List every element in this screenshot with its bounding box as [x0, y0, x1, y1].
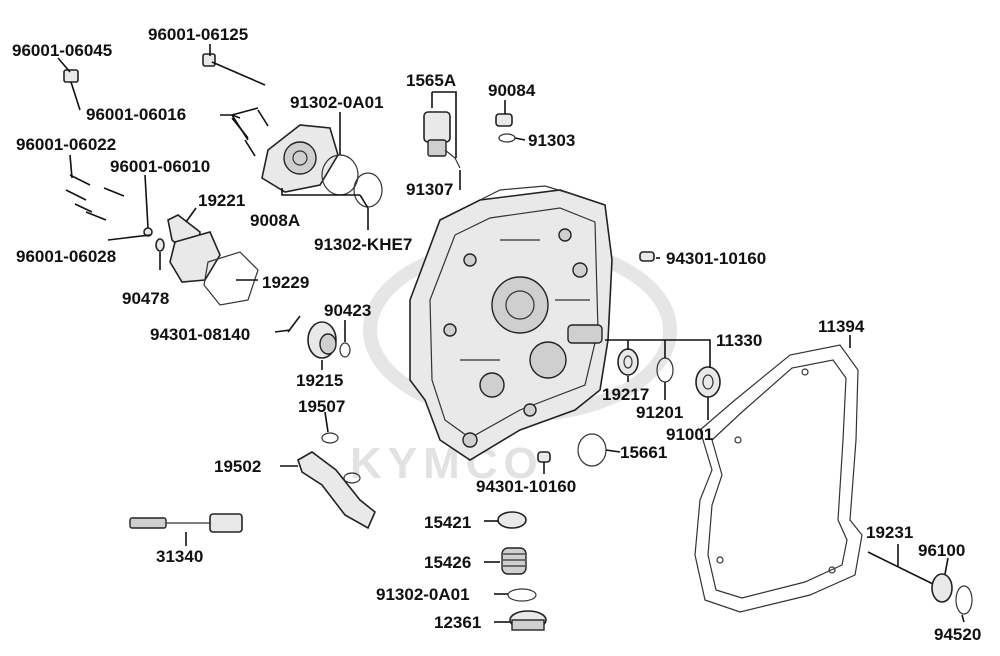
watermark-text: KYMCO	[350, 439, 544, 488]
label-96001-06028: 96001-06028	[16, 247, 116, 266]
label-15421: 15421	[424, 513, 471, 532]
gasket-11394	[694, 344, 863, 613]
label-96001-06016: 96001-06016	[86, 105, 186, 124]
label-91303: 91303	[528, 131, 575, 150]
shaft-19231	[867, 551, 936, 586]
label-19215: 19215	[296, 371, 343, 390]
label-19231: 19231	[866, 523, 913, 542]
bolts-96001-06028	[85, 187, 125, 221]
o-ring-91302-0A01-bottom	[507, 588, 537, 602]
label-94520: 94520	[934, 625, 981, 644]
seal-19217	[617, 348, 639, 376]
label-91302-0A01-bottom: 91302-0A01	[376, 585, 470, 604]
label-94301-10160-bottom: 94301-10160	[476, 477, 576, 496]
label-19507: 19507	[298, 397, 345, 416]
label-90423: 90423	[324, 301, 371, 320]
gasket-19229	[203, 251, 259, 306]
hose-19502	[297, 451, 376, 530]
label-96001-06045: 96001-06045	[12, 41, 112, 60]
label-90084: 90084	[488, 81, 536, 100]
label-94301-08140: 94301-08140	[150, 325, 250, 344]
label-19502: 19502	[214, 457, 261, 476]
bearing-96100	[931, 573, 953, 603]
bolt-96001-06045	[63, 69, 81, 111]
crankcase-cover	[409, 185, 613, 461]
leader-lines	[57, 44, 965, 623]
dowel-94301-10160-top	[639, 251, 655, 262]
label-9008A: 9008A	[250, 211, 300, 230]
label-15661: 15661	[620, 443, 667, 462]
washer-90423	[339, 342, 351, 358]
label-96001-06125: 96001-06125	[148, 25, 248, 44]
label-12361: 12361	[434, 613, 481, 632]
label-91201: 91201	[636, 403, 683, 422]
label-19229: 19229	[262, 273, 309, 292]
part-labels: 96001-06045 96001-06125 96001-06016 9600…	[12, 25, 981, 644]
o-ring-15661	[577, 433, 607, 467]
label-15426: 15426	[424, 553, 471, 572]
pump-cover	[261, 124, 339, 193]
label-91302-0A01-top: 91302-0A01	[290, 93, 384, 112]
bolts-96001-06022	[65, 174, 93, 213]
label-19217: 19217	[602, 385, 649, 404]
plug-12361	[509, 610, 547, 631]
label-11330: 11330	[716, 331, 762, 350]
label-91307: 91307	[406, 180, 453, 199]
label-96001-06010: 96001-06010	[110, 157, 210, 176]
label-90478: 90478	[122, 289, 169, 308]
label-31340: 31340	[156, 547, 203, 566]
label-96100: 96100	[918, 541, 965, 560]
circlip-94520	[955, 585, 973, 615]
washer-90478	[155, 238, 165, 252]
o-ring-91302-0A01-top	[321, 154, 359, 196]
label-1565A: 1565A	[406, 71, 456, 90]
bolt-96001-06125	[202, 53, 266, 86]
sensor-1565A	[423, 111, 461, 169]
dowel-94301-10160-bottom	[537, 451, 551, 463]
label-19221: 19221	[198, 191, 245, 210]
pin-94301-08140	[287, 315, 301, 333]
clamp-19507	[321, 432, 361, 484]
bearing-91001	[695, 366, 721, 398]
label-91001: 91001	[666, 425, 713, 444]
plug-90084	[495, 113, 513, 127]
spring-15426	[501, 547, 527, 575]
impeller-19215	[307, 321, 337, 359]
strainer-15421	[497, 511, 527, 529]
label-11394: 11394	[818, 317, 865, 336]
washer-91303	[498, 133, 516, 143]
cable-31340	[129, 513, 243, 533]
label-94301-10160-top: 94301-10160	[666, 249, 766, 268]
label-91302-KHE7: 91302-KHE7	[314, 235, 412, 254]
label-96001-06022: 96001-06022	[16, 135, 116, 154]
o-ring-91302-KHE7	[353, 172, 383, 208]
